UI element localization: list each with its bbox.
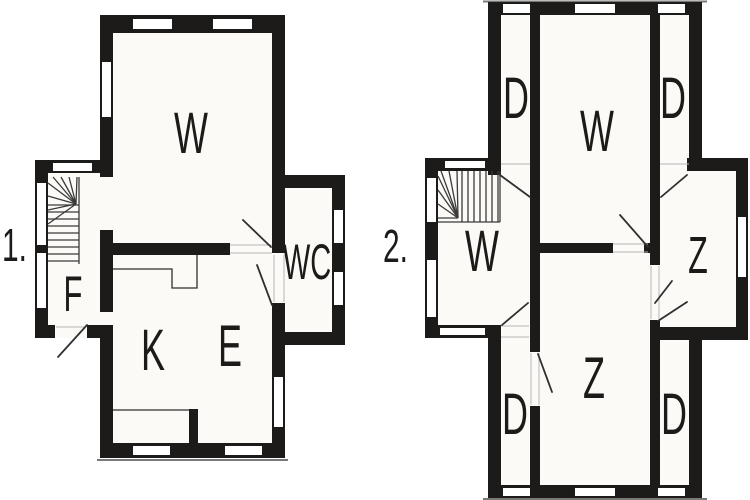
door-swing-line <box>619 214 649 248</box>
window <box>334 272 343 305</box>
plan1-windows <box>37 19 343 455</box>
room-label-d-bottom-right: D <box>661 382 687 447</box>
room-label-d-bottom-left: D <box>502 382 528 447</box>
door-swing-line <box>660 174 688 198</box>
plan2-windows <box>427 4 746 496</box>
door-swing-line <box>242 219 272 248</box>
chimney-outline <box>113 255 198 289</box>
window <box>53 163 92 171</box>
window <box>575 4 615 13</box>
plan1-door-jambs <box>56 244 285 328</box>
window <box>503 4 530 13</box>
window <box>225 446 262 455</box>
plan2-right-wing <box>652 158 748 340</box>
room-label-k: K <box>141 318 165 383</box>
window <box>102 62 111 117</box>
room-label-f: F <box>64 265 83 321</box>
floor-2-label: 2. <box>383 222 408 273</box>
window <box>575 488 615 496</box>
room-label-z-wing: Z <box>688 227 708 285</box>
window <box>274 377 283 427</box>
window <box>440 328 485 335</box>
room-label-w-top: W <box>580 99 614 164</box>
window <box>427 178 436 222</box>
room-label-w-wing: W <box>465 219 499 284</box>
window <box>213 19 252 29</box>
window <box>738 217 746 277</box>
room-label-z-bottom: Z <box>583 346 605 411</box>
door-swing-line <box>57 324 88 358</box>
door-swing-line <box>501 302 529 326</box>
plan1-main-body <box>100 15 285 458</box>
plan1-door-swings <box>57 219 273 358</box>
door-swing-line <box>256 264 273 306</box>
door-swing-line <box>537 353 553 393</box>
room-label-w: W <box>174 101 208 166</box>
window <box>133 19 172 29</box>
door-swing-line <box>654 280 673 304</box>
staircase-plan1 <box>47 176 80 264</box>
window <box>427 260 436 317</box>
window <box>37 183 46 245</box>
room-label-d-top-left: D <box>503 66 529 131</box>
floor-1-label: 1. <box>2 221 27 272</box>
room-label-e: E <box>218 314 242 379</box>
plan2-door-swings <box>499 174 688 393</box>
staircase-plan2 <box>437 170 501 223</box>
plan2-door-jambs <box>501 163 689 405</box>
window <box>133 446 170 455</box>
floor-plan-1: 1. W WC F K E <box>2 15 345 461</box>
door-swing-line <box>657 301 688 322</box>
door-swing-line <box>499 174 531 198</box>
room-label-wc: WC <box>283 234 331 290</box>
window <box>658 4 685 13</box>
window <box>503 488 530 496</box>
room-label-d-top-right: D <box>660 66 686 131</box>
window <box>445 161 485 168</box>
floor-plan-2: 2. D W D W Z Z D D <box>383 0 748 500</box>
window <box>334 210 343 243</box>
window <box>658 488 685 496</box>
window <box>37 253 46 308</box>
